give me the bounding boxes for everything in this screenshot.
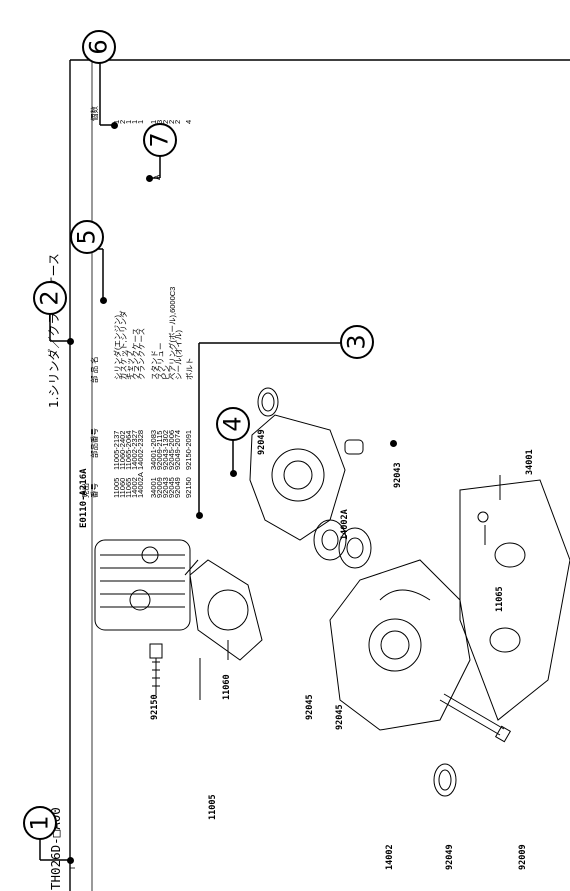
- header-part-name: 部 品 名: [90, 356, 99, 383]
- oil-seal-part-lower: [433, 763, 457, 797]
- row-ref: 14002A: [136, 472, 145, 498]
- pin-part: [344, 439, 364, 455]
- row-ref: 92049: [173, 477, 182, 498]
- label-92049-top: 92049: [257, 429, 267, 455]
- label-11005: 11005: [208, 794, 218, 820]
- label-92049-bottom: 92049: [445, 844, 455, 870]
- bearing-parts: [313, 519, 372, 569]
- label-14002: 14002: [385, 844, 395, 870]
- header-variant: A: [153, 174, 162, 180]
- header-ref-bottom: 番号: [90, 483, 99, 498]
- row-part-name: クランクケース: [137, 327, 146, 380]
- row-part-name: ボルト: [185, 357, 194, 381]
- screw-part: [439, 693, 512, 743]
- row-qty: 2: [173, 119, 182, 124]
- section-title: 1.シリンダ／クランクケース: [47, 253, 61, 408]
- callout-1: 1: [23, 806, 57, 840]
- label-92043: 92043: [393, 462, 403, 488]
- callout-7: 7: [143, 123, 177, 157]
- label-14002A: 14002A: [340, 509, 350, 540]
- label-34001: 34001: [525, 449, 535, 475]
- diagram-code: E0110-A216A: [79, 468, 89, 528]
- crankcase-part: [329, 559, 471, 731]
- cylinder-part: [94, 539, 191, 631]
- cap-part: [477, 511, 489, 523]
- oil-seal-part: [257, 387, 279, 417]
- header-qty: 個数: [90, 106, 99, 121]
- label-92009: 92009: [518, 844, 528, 870]
- stand-part: [459, 479, 570, 721]
- row-ref: 92150: [184, 477, 193, 498]
- row-part-no: 14002-2328: [136, 429, 145, 470]
- exploded-parts: [94, 387, 570, 797]
- row-part-no: 92049-2074: [173, 429, 182, 470]
- label-11060: 11060: [222, 674, 232, 700]
- row-qty: 1: [136, 119, 145, 124]
- callout-5: 5: [70, 220, 104, 254]
- bolt-part-92150: [149, 643, 163, 695]
- callout-6: 6: [82, 30, 116, 64]
- row-qty: 4: [184, 119, 193, 124]
- header-part-no: 部品番号: [90, 428, 99, 458]
- label-92045-b: 92045: [335, 704, 345, 730]
- callout-3: 3: [340, 325, 374, 359]
- row-part-name: シール(オイル): [174, 330, 183, 380]
- row-part-no: 92150-2091: [184, 429, 193, 470]
- callout-4: 4: [216, 407, 250, 441]
- label-11065: 11065: [495, 586, 505, 612]
- label-92045-a: 92045: [305, 694, 315, 720]
- callout-2: 2: [33, 281, 67, 315]
- gasket-part: [189, 559, 263, 661]
- label-92150: 92150: [150, 694, 160, 720]
